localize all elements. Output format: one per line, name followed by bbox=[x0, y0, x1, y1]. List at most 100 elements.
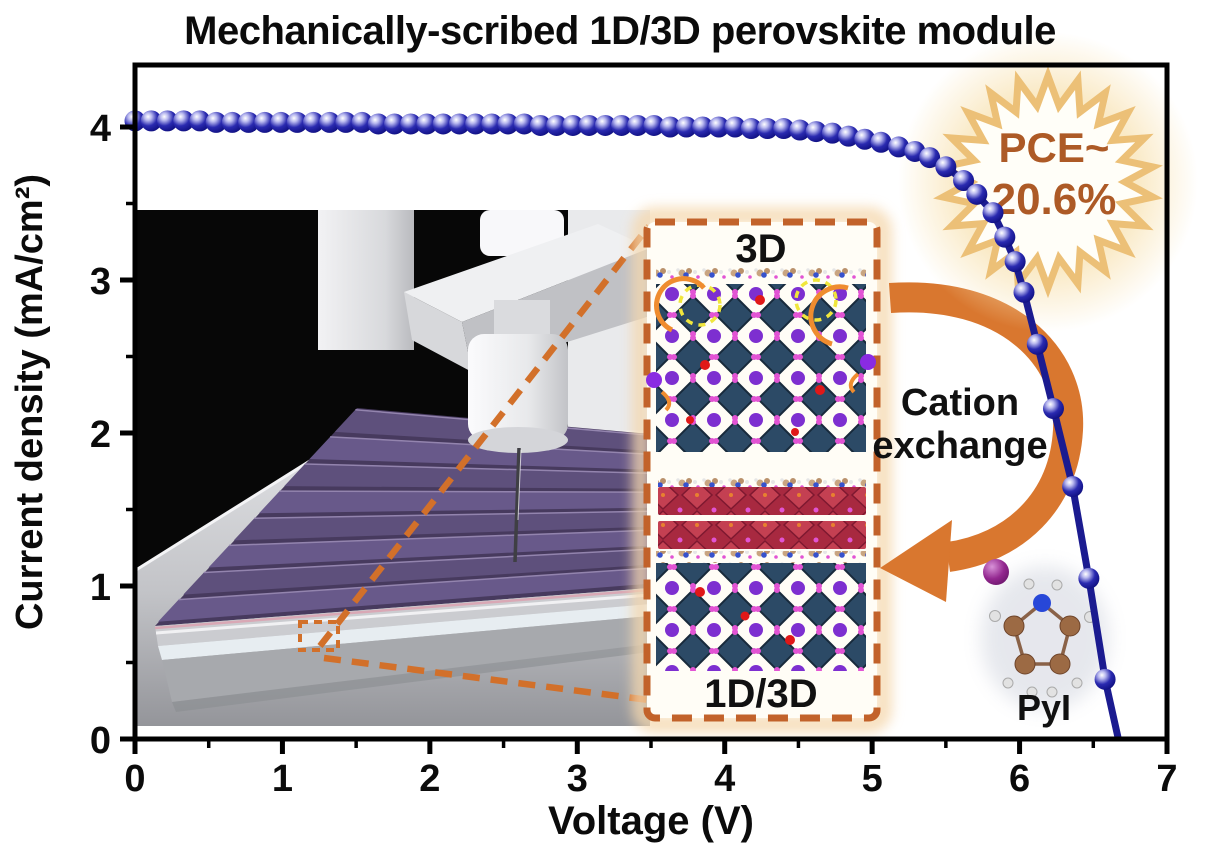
data-point bbox=[1042, 398, 1064, 420]
data-point bbox=[286, 111, 308, 133]
data-point bbox=[497, 113, 519, 135]
machine-beam-side bbox=[404, 292, 472, 372]
data-point bbox=[465, 113, 487, 135]
data-point bbox=[611, 114, 633, 136]
molecule-glow bbox=[981, 566, 1109, 710]
data-point bbox=[513, 113, 535, 135]
data-point bbox=[416, 113, 438, 135]
tool-cylinder bbox=[468, 334, 568, 440]
data-point bbox=[173, 110, 195, 132]
leader-line-top bbox=[317, 223, 652, 649]
structure-box-glow bbox=[632, 207, 892, 733]
data-point bbox=[1004, 251, 1026, 273]
jv-curve bbox=[124, 110, 1122, 740]
molecule-label: PyI bbox=[1017, 687, 1071, 728]
module-layer-pink bbox=[154, 588, 650, 630]
organic-row-1d-bottom bbox=[656, 551, 866, 563]
structure-1d-layer-1 bbox=[658, 487, 866, 515]
data-point bbox=[692, 116, 714, 138]
data-point bbox=[156, 110, 178, 132]
figure-title: Mechanically-scribed 1D/3D perovskite mo… bbox=[184, 9, 1056, 53]
strip-highlight bbox=[229, 529, 650, 547]
pce-badge: PCE~ 20.6% bbox=[898, 32, 1198, 332]
machine-column bbox=[318, 210, 414, 350]
cation-leaving-right bbox=[860, 354, 876, 370]
data-point bbox=[1062, 476, 1084, 498]
data-point bbox=[546, 114, 568, 136]
data-point bbox=[432, 113, 454, 135]
data-point bbox=[140, 110, 162, 132]
data-point bbox=[319, 111, 341, 133]
data-point bbox=[821, 122, 843, 144]
data-point bbox=[254, 111, 276, 133]
module-cross-section bbox=[155, 588, 650, 646]
data-point bbox=[481, 113, 503, 135]
structure-label-1d3d: 1D/3D bbox=[704, 672, 817, 716]
structure-3d-lattice bbox=[656, 284, 866, 452]
defect-spheres-1d3d bbox=[695, 587, 795, 645]
module-strip bbox=[284, 463, 650, 489]
data-point bbox=[302, 111, 324, 133]
small-arrow-left bbox=[660, 390, 672, 412]
cation-leaving-left bbox=[646, 372, 662, 388]
x-tick-label: 5 bbox=[862, 758, 883, 800]
module-strip bbox=[208, 530, 650, 568]
data-point bbox=[724, 116, 746, 138]
x-tick-label: 4 bbox=[714, 758, 735, 800]
data-point bbox=[270, 111, 292, 133]
zoom-leader-lines bbox=[298, 223, 652, 704]
data-point bbox=[578, 114, 600, 136]
data-point bbox=[400, 113, 422, 135]
needle-glint bbox=[517, 449, 522, 521]
data-point bbox=[335, 111, 357, 133]
data-point bbox=[627, 114, 649, 136]
module-strip bbox=[158, 568, 650, 622]
y-tick-label: 1 bbox=[90, 567, 111, 609]
scriber-inset-illustration bbox=[136, 210, 650, 726]
pce-label: PCE~ bbox=[999, 124, 1110, 171]
module-strip bbox=[309, 436, 650, 470]
data-point bbox=[935, 156, 957, 178]
x-tick-label: 3 bbox=[567, 758, 588, 800]
y-tick-label: 4 bbox=[90, 108, 111, 150]
data-point bbox=[205, 111, 227, 133]
module-strip bbox=[183, 549, 650, 595]
module-strip bbox=[259, 491, 650, 514]
data-point bbox=[773, 118, 795, 140]
data-point bbox=[919, 147, 941, 169]
module-glass bbox=[158, 604, 650, 660]
y-axis-label: Current density (mA/cm²) bbox=[9, 174, 51, 630]
data-point bbox=[1094, 668, 1116, 690]
exchange-site-right bbox=[794, 278, 838, 322]
strip-highlight bbox=[279, 490, 650, 493]
data-point bbox=[659, 116, 681, 138]
data-point bbox=[994, 226, 1016, 248]
data-point bbox=[854, 128, 876, 150]
x-tick-label: 0 bbox=[124, 758, 145, 800]
data-point bbox=[982, 202, 1004, 224]
module-base-shadow bbox=[172, 644, 650, 712]
iodide-ion bbox=[983, 559, 1009, 585]
defect-spheres-3d bbox=[686, 295, 825, 436]
data-point bbox=[1078, 567, 1100, 589]
strip-highlight bbox=[178, 567, 650, 601]
data-point bbox=[383, 113, 405, 135]
data-point bbox=[953, 170, 975, 192]
pce-value: 20.6% bbox=[992, 175, 1117, 224]
machine-beam-top bbox=[404, 224, 650, 322]
data-point bbox=[888, 136, 910, 158]
organic-row-1d-top bbox=[658, 476, 866, 487]
module-strip bbox=[233, 511, 650, 541]
cation-label-line1: Cation bbox=[901, 382, 1019, 424]
small-arrow-right bbox=[848, 372, 860, 394]
data-point bbox=[740, 118, 762, 140]
data-point bbox=[562, 114, 584, 136]
nitrogen-atom bbox=[1033, 594, 1051, 612]
structure-box: 3D 1D/3D bbox=[632, 207, 892, 733]
scribing-needle bbox=[513, 447, 521, 563]
x-axis-label: Voltage (V) bbox=[548, 799, 754, 843]
module-layer-white bbox=[155, 593, 650, 635]
x-tick-label: 2 bbox=[419, 758, 440, 800]
data-point bbox=[351, 111, 373, 133]
